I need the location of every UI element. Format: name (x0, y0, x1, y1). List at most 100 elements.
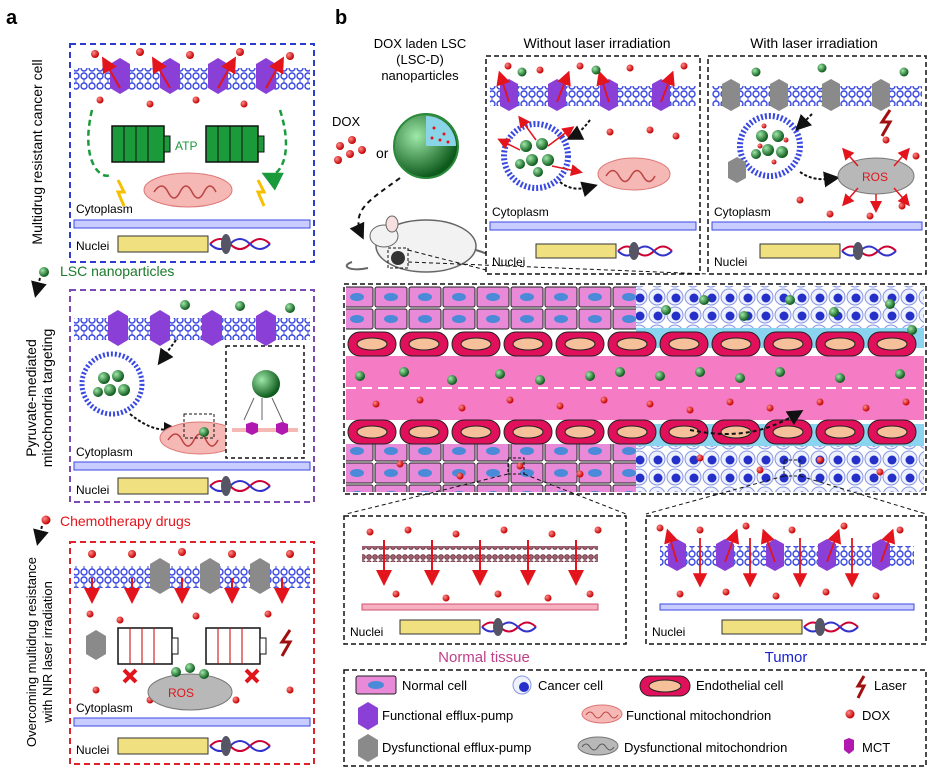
tumor-tissue-bottom (636, 444, 924, 492)
or-label: or (376, 145, 389, 161)
cytoplasm-label: Cytoplasm (76, 202, 133, 216)
endothelial-nucleus (668, 337, 700, 351)
endothelial-nucleus (824, 337, 856, 351)
mito-membrane-zoom (232, 428, 298, 432)
efflux-arrows (102, 56, 284, 89)
dox-in-vessel (372, 396, 910, 480)
nanoparticle (199, 427, 209, 437)
step-chemotherapy-drugs: Chemotherapy drugs (60, 513, 191, 529)
mitochondrion-cristae (153, 185, 217, 199)
legend-cancer-cell: Cancer cell (538, 678, 603, 693)
endothelial-nucleus (408, 425, 440, 439)
step-lsc-nanoparticles: LSC nanoparticles (60, 263, 174, 279)
with-laser-title: With laser irradiation (750, 35, 878, 51)
legend-functional-pump: Functional efflux-pump (382, 708, 513, 723)
targeting-arrow (559, 181, 598, 197)
dysfunctional-mito-icon (577, 736, 619, 756)
mitochondrion-cristae (167, 433, 219, 447)
drug-influx-arrows (376, 540, 584, 586)
endothelial-nucleus (564, 425, 596, 439)
panel-b-letter: b (335, 7, 347, 29)
ros-label: ROS (168, 686, 194, 700)
mitochondrion (597, 157, 671, 191)
box-multidrug-resistant (69, 43, 315, 263)
endothelial-nucleus (616, 337, 648, 351)
dysfunctional-pumps-row (722, 79, 890, 111)
dox-label: DOX (332, 114, 361, 129)
endothelial-nucleus (772, 337, 804, 351)
battery-icon (205, 125, 265, 163)
dox-particles (91, 48, 294, 108)
endothelial-nucleus (356, 337, 388, 351)
nanoparticle-icon (39, 267, 49, 277)
cytoplasm-label: Cytoplasm (492, 205, 549, 219)
lightning-icon (115, 179, 127, 207)
nanoparticles (517, 65, 601, 77)
dna-icon (117, 736, 271, 756)
panel-a-letter: a (6, 7, 18, 29)
normal-tissue-bottom (346, 444, 636, 492)
nanoparticles (180, 300, 295, 313)
cell-membrane (74, 566, 310, 588)
cytoplasm-label: Cytoplasm (714, 205, 771, 219)
efflux-arrows (496, 70, 675, 103)
zoom-source-tumor (783, 459, 801, 477)
dysfunctional-pump-icon (86, 630, 106, 660)
efflux-arrows (664, 528, 896, 588)
endothelial-nucleus (460, 425, 492, 439)
lsc-label-2: (LSC-D) (396, 52, 444, 67)
nanoparticles-in-liposome (93, 370, 130, 397)
lsc-label-1: DOX laden LSC (374, 36, 467, 51)
step-arrow (33, 525, 49, 546)
nuclei-label: Nuclei (714, 255, 747, 269)
zoom-source-box (183, 413, 215, 439)
empty-battery-icon (117, 627, 179, 665)
dox-icon (41, 515, 51, 525)
mitochondrion (143, 172, 233, 208)
targeting-arrow (799, 171, 840, 188)
endothelial-nucleus (648, 679, 682, 693)
nuclear-membrane (73, 717, 311, 727)
zoom-connectors-normal (345, 473, 627, 515)
cytoplasm-label: Cytoplasm (76, 701, 133, 715)
laser-icon (855, 675, 867, 699)
dysfunctional-mito-cristae (581, 743, 615, 751)
endothelial-nucleus (668, 425, 700, 439)
normal-tissue-label: Normal tissue (438, 649, 530, 666)
nuclear-membrane (361, 603, 599, 611)
nanoparticles (171, 663, 209, 679)
energy-arrows (87, 109, 288, 176)
endothelial-nucleus (876, 425, 908, 439)
laser-icon (879, 109, 893, 137)
legend-endothelial-cell: Endothelial cell (696, 678, 784, 693)
legend-dox: DOX (862, 708, 891, 723)
uptake-arrow (795, 113, 813, 131)
box3-side-label-2: with NIR laser irradiation (40, 581, 55, 724)
box-mitochondria-targeting (69, 289, 315, 503)
nanoparticle-cutaway (426, 116, 456, 146)
cell-membrane (490, 86, 696, 106)
mct-icon (844, 738, 854, 754)
box2-side-label-2: mitochondria targeting (39, 329, 55, 468)
endothelial-nucleus (564, 337, 596, 351)
endothelial-row-top (347, 331, 917, 357)
mitochondrion-cristae (605, 169, 656, 183)
lightning-icon (255, 179, 267, 207)
endothelial-nucleus (356, 425, 388, 439)
endothelial-row-bottom (347, 419, 917, 445)
dysfunctional-pumps-row (150, 558, 270, 594)
nuclei-label: Nuclei (652, 625, 685, 639)
dox-cluster-icon (334, 136, 366, 164)
ros-label: ROS (862, 170, 888, 184)
nuclei-label: Nuclei (76, 483, 109, 497)
lsc-label-3: nanoparticles (381, 68, 459, 83)
laser-icon (279, 629, 293, 657)
nuclear-membrane (73, 461, 311, 471)
legend-normal-cell: Normal cell (402, 678, 467, 693)
zoom-inset (225, 345, 305, 459)
cell-membrane (712, 86, 922, 106)
battery-icon (111, 125, 171, 163)
mct-icon (246, 422, 288, 435)
endothelial-nucleus (512, 337, 544, 351)
